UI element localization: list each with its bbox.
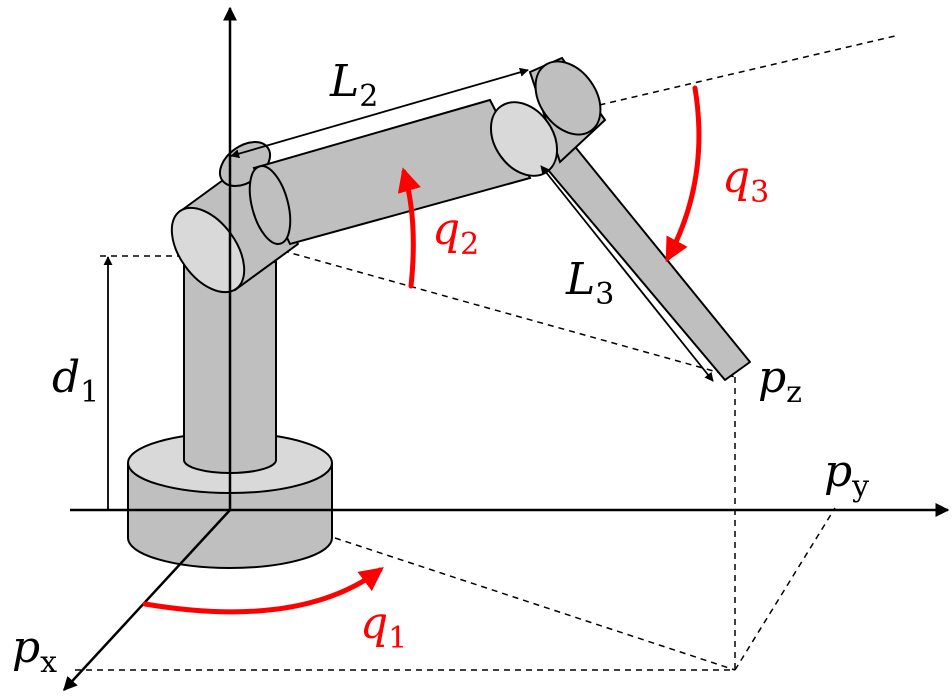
py-projection	[734, 507, 836, 671]
label-q2: q2	[432, 204, 479, 262]
construction-lines	[75, 35, 896, 671]
forearm-link	[489, 56, 751, 381]
q1-arrow	[142, 567, 384, 615]
joint-angle-arrows	[142, 85, 702, 615]
label-py: py	[824, 446, 869, 504]
label-pz: pz	[758, 352, 802, 410]
diagram-labels: L2 q2 q3 L3 d1 pz py px q1	[12, 56, 869, 680]
floor-radial-dash	[334, 537, 736, 671]
label-px: px	[12, 622, 57, 680]
label-d1: d1	[52, 352, 99, 410]
L2-dimension	[230, 67, 529, 159]
x-axis	[63, 509, 231, 692]
label-L2: L2	[329, 56, 378, 114]
label-q3: q3	[722, 152, 769, 210]
label-L3: L3	[565, 254, 614, 312]
q3-arrow	[665, 85, 702, 263]
coordinate-axes	[63, 6, 950, 692]
elbow-extension	[577, 35, 896, 111]
upper-arm-link	[248, 98, 532, 246]
L3-dimension	[540, 165, 714, 382]
label-q1: q1	[360, 598, 407, 656]
dimension-arrows	[103, 67, 714, 510]
q2-arrow	[397, 167, 421, 289]
